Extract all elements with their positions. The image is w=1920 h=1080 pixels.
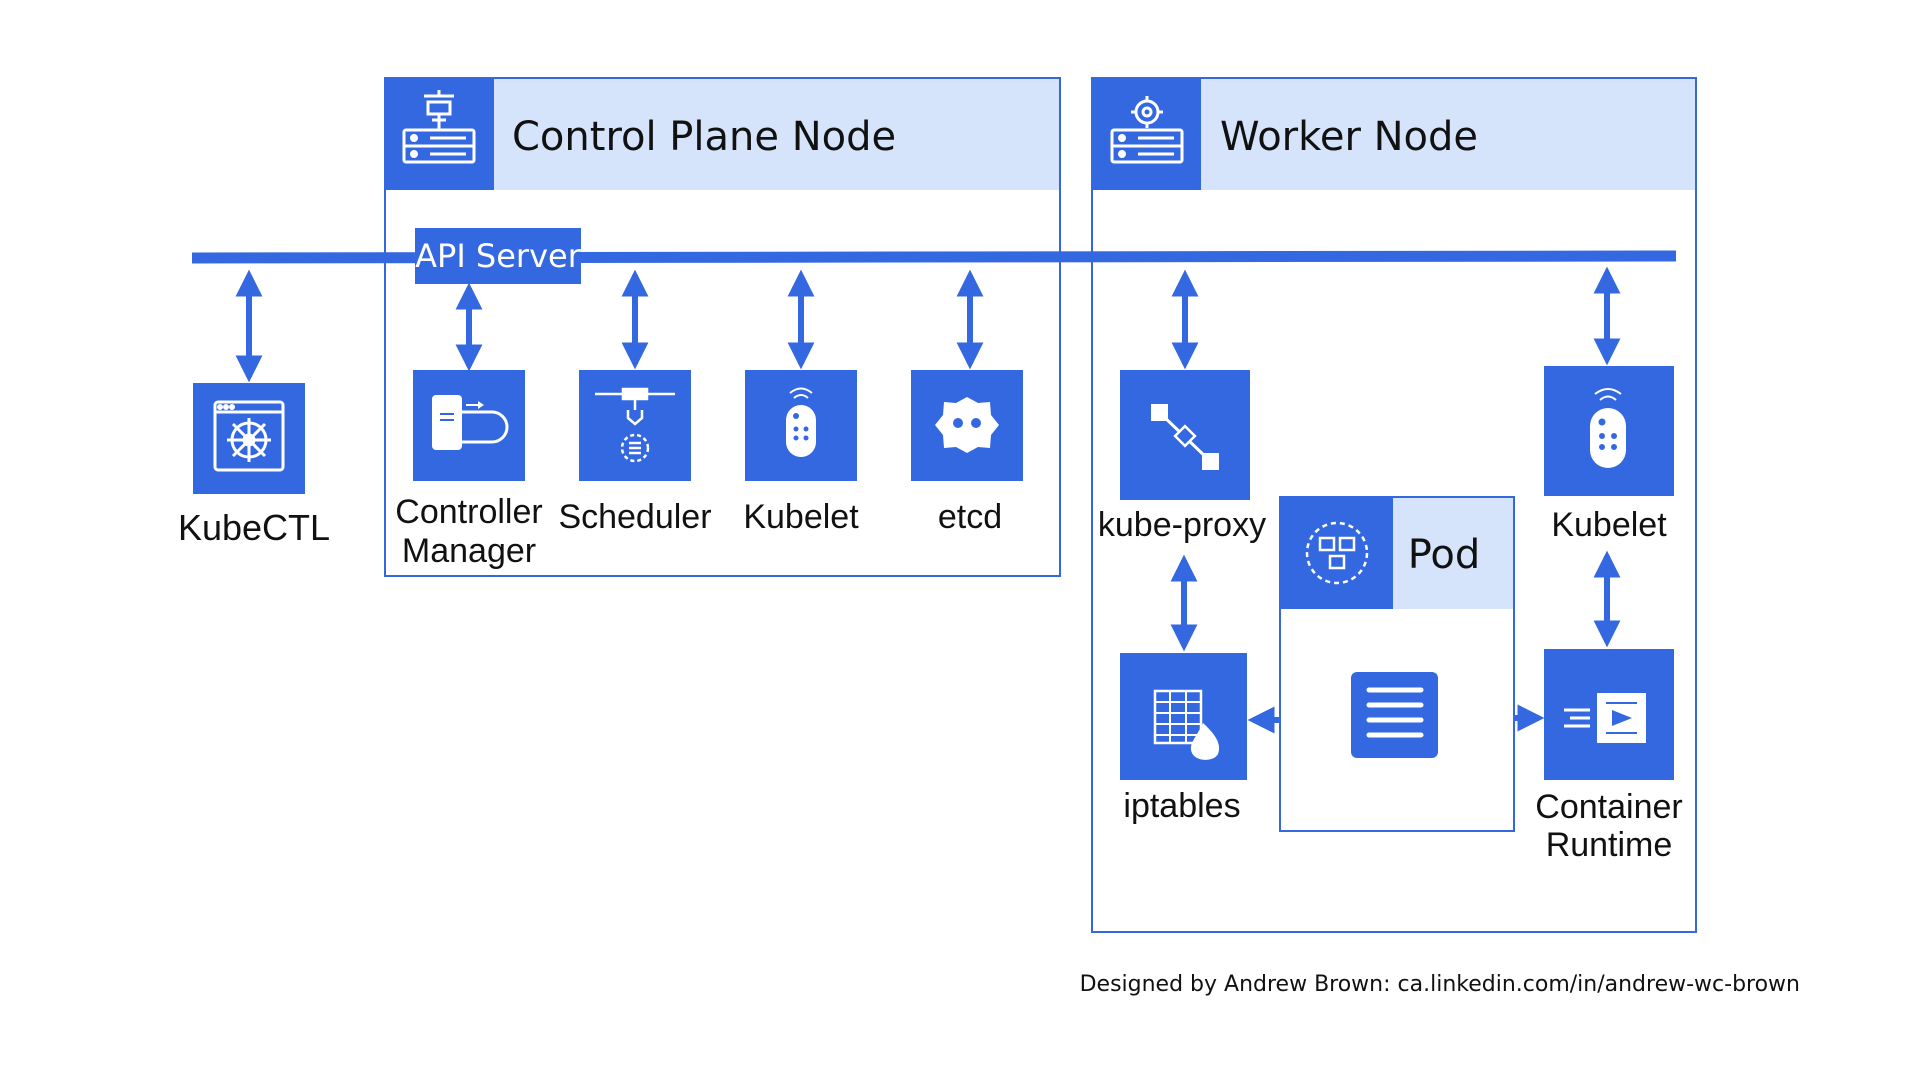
container-runtime-label-line1: Container: [1535, 788, 1682, 826]
container-runtime-component: Container Runtime: [1535, 649, 1683, 864]
control-plane-node: Control Plane Node: [384, 77, 1061, 577]
api-server-box: [415, 228, 581, 284]
iptables-tile: [1120, 653, 1247, 780]
iptables-label: iptables: [1123, 787, 1240, 825]
kubelet-cp-label: Kubelet: [743, 498, 859, 536]
designer-credit: Designed by Andrew Brown: ca.linkedin.co…: [1079, 972, 1800, 997]
etcd-label: etcd: [938, 498, 1002, 536]
remote-control-icon: [1590, 388, 1626, 468]
container-runtime-label-line2: Runtime: [1546, 826, 1673, 864]
remote-control-icon: [786, 387, 816, 457]
controller-manager-label-line2: Manager: [402, 532, 536, 570]
pod-icon-tile: [1281, 498, 1393, 609]
etcd-component: etcd: [911, 370, 1023, 536]
controller-manager-component: Controller Manager: [395, 370, 543, 570]
worker-node-title: Worker Node: [1220, 114, 1478, 160]
pod-container: [1351, 672, 1438, 758]
kubelet-cp-component: Kubelet: [743, 370, 859, 536]
worker-node-icon-tile: [1093, 79, 1201, 190]
scheduler-label: Scheduler: [558, 498, 711, 536]
kubelet-worker-component: Kubelet: [1544, 366, 1674, 544]
container-runtime-icon: [1564, 693, 1646, 743]
kubectl-label: KubeCTL: [178, 507, 330, 548]
scheduler-icon: [595, 387, 675, 463]
iptables-component: iptables: [1120, 653, 1247, 825]
kube-proxy-component: kube-proxy: [1098, 370, 1266, 544]
network-proxy-icon: [1151, 404, 1219, 470]
controller-icon: [432, 395, 509, 450]
pod-icon: [1305, 521, 1369, 585]
api-server-bus: API Server: [191, 228, 1677, 284]
firewall-table-icon: [1153, 689, 1220, 760]
pod-group: Pod: [1279, 496, 1515, 832]
pod-title: Pod: [1408, 532, 1481, 578]
server-tower-icon: [402, 90, 476, 164]
scheduler-component: Scheduler: [558, 370, 712, 536]
kubelet-worker-label: Kubelet: [1551, 506, 1667, 544]
kubectl-component: KubeCTL: [178, 383, 330, 548]
control-plane-header: [386, 79, 1059, 190]
kubernetes-helm-icon: [213, 400, 285, 472]
server-gear-icon: [1110, 96, 1184, 164]
container-list-icon: [1366, 687, 1424, 738]
control-plane-title: Control Plane Node: [512, 114, 896, 160]
etcd-icon: [935, 397, 999, 453]
api-server-label: API Server: [415, 237, 582, 275]
controller-manager-label-line1: Controller: [395, 493, 542, 531]
kube-proxy-label: kube-proxy: [1098, 506, 1266, 544]
